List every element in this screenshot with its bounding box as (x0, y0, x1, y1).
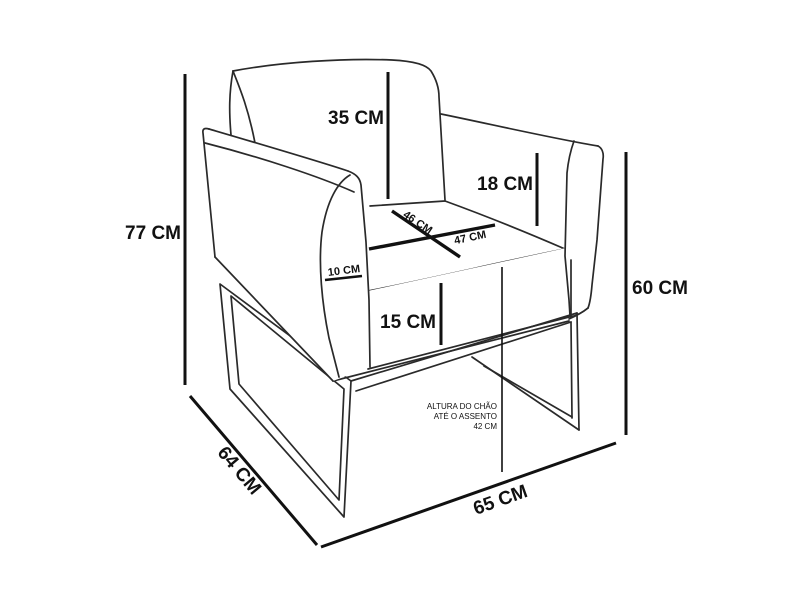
floor-to-seat-note: ALTURA DO CHÃO ATÉ O ASSENTO 42 CM (427, 267, 503, 472)
right-leg-edge-inner (570, 321, 573, 419)
backrest-side-sliver (229, 71, 255, 143)
side-height-label: 60 CM (632, 278, 688, 299)
floor-note-line2: ATÉ O ASSENTO (434, 412, 497, 421)
width-line (320, 441, 617, 549)
dimension-total-height: 77 CM (125, 74, 187, 385)
dimension-side-height: 60 CM (624, 152, 688, 435)
armrest-width-label: 10 CM (327, 263, 361, 279)
seat-cross-a-line (391, 209, 461, 259)
armrest-width-line (324, 274, 363, 282)
floor-note-line1: ALTURA DO CHÃO (427, 402, 497, 411)
left-armrest-front-right-edge (347, 170, 371, 368)
total-height-label: 77 CM (125, 223, 181, 244)
right-armrest-top-edge (440, 113, 599, 147)
left-armrest-left-edge (202, 127, 216, 258)
backrest-height-label: 35 CM (328, 108, 384, 129)
seat-back-edge (369, 200, 446, 207)
dimension-armrest-width: 10 CM (324, 263, 363, 282)
backrest-face (233, 59, 445, 207)
seat-right-edge (444, 200, 566, 250)
floor-note-line3: 42 CM (473, 422, 497, 431)
seat-cross-b-line (368, 223, 496, 251)
right-armrest (441, 114, 604, 317)
front-rail-lower (355, 321, 572, 392)
dimension-depth: 64 CM (188, 395, 319, 546)
left-armrest (202, 128, 370, 381)
right-armrest-outer-edge (587, 145, 605, 309)
seat-base-height-label: 15 CM (380, 312, 436, 333)
front-rail-upper (350, 312, 578, 382)
dimension-backrest-height: 35 CM (328, 72, 390, 199)
backrest-outline (232, 58, 446, 201)
left-armrest-front-left-edge (319, 174, 351, 378)
left-armrest-bottom-edge (214, 256, 334, 382)
right-leg-edge-outer (576, 312, 580, 431)
armrest-above-seat-label: 18 CM (477, 174, 533, 195)
backrest-sliver-outer-edge (228, 70, 234, 136)
left-leg-loop-inner (230, 295, 345, 501)
right-armrest-inner-edge (564, 140, 575, 317)
right-leg-hypotenuse-inner (483, 365, 573, 418)
left-armrest-inner-top-edge (204, 142, 355, 193)
dimension-width: 65 CM (320, 441, 617, 549)
dimension-seat-base-height: 15 CM (380, 283, 443, 345)
backrest-sliver-inner-edge (232, 70, 256, 144)
armchair-drawing (202, 58, 605, 518)
depth-line (188, 395, 319, 546)
width-label: 65 CM (471, 481, 531, 519)
base-box-corner-curve (568, 307, 589, 320)
left-armrest-top-edge (208, 128, 349, 172)
dimension-armrest-above-seat: 18 CM (477, 153, 539, 226)
seat-base-front-face (363, 248, 571, 369)
